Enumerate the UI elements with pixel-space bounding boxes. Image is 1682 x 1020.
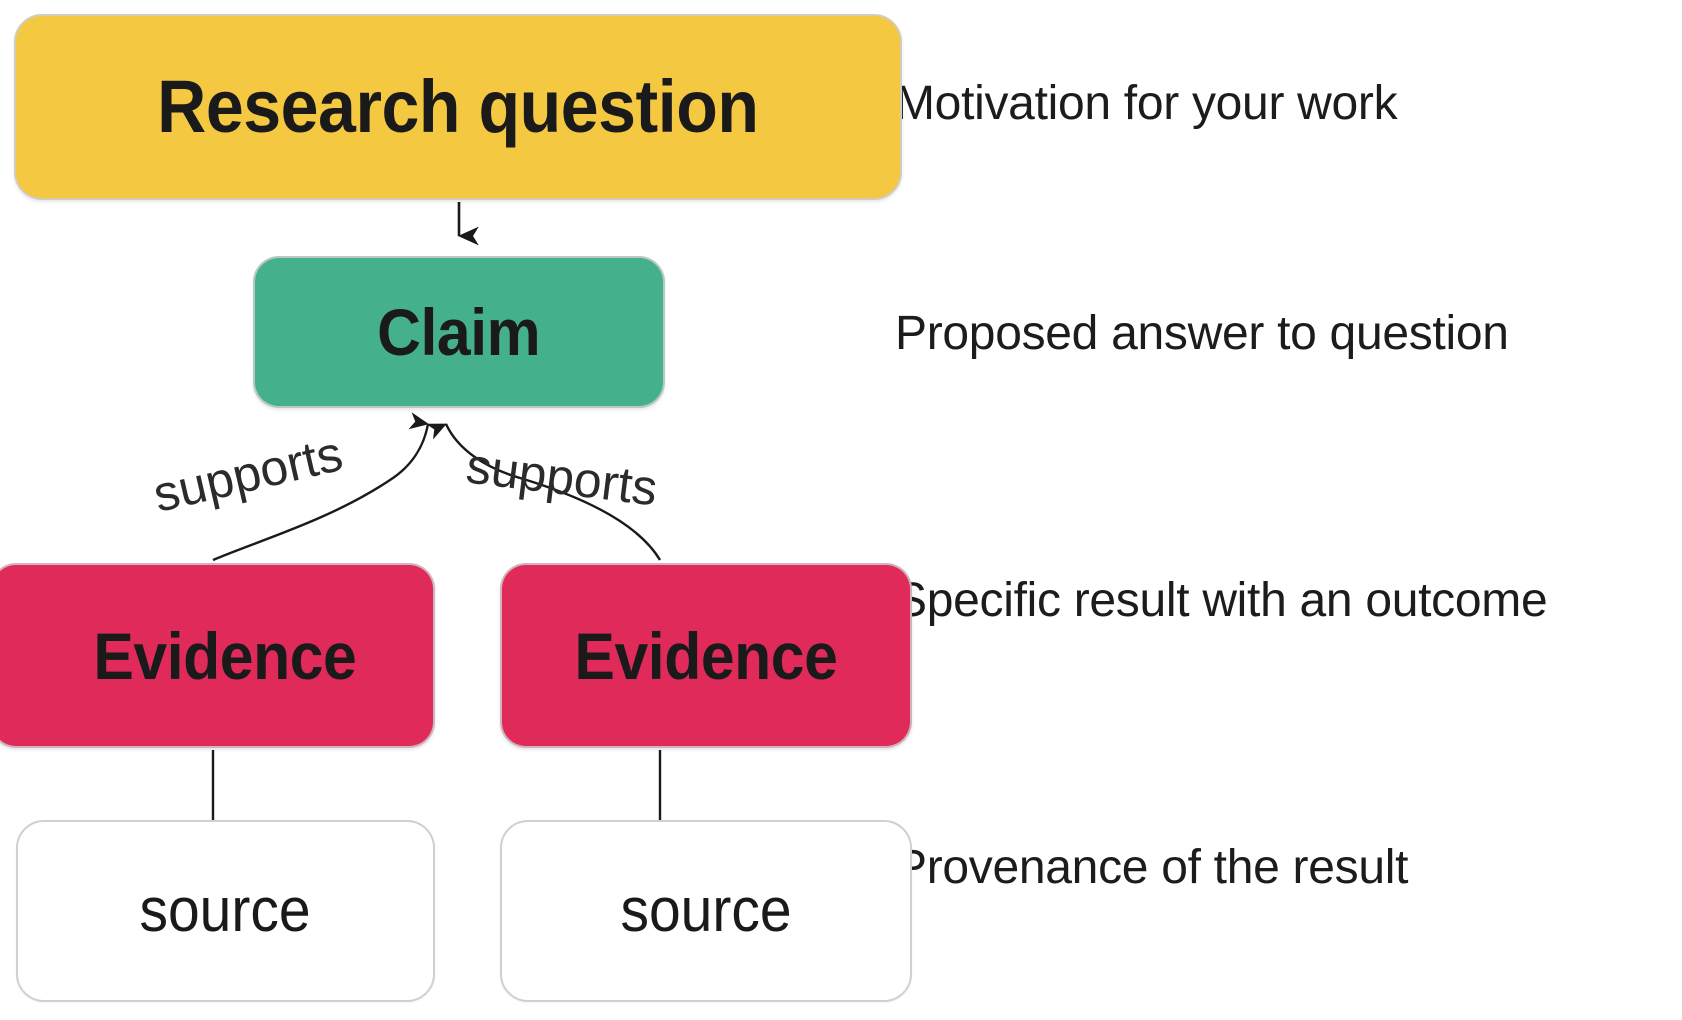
node-source-left-label: source xyxy=(139,876,312,945)
node-research-question-label: Research question xyxy=(157,65,759,148)
annotation-research-question: Motivation for your work xyxy=(895,77,1398,130)
node-source-right[interactable]: source xyxy=(500,820,912,1002)
annotation-source: Provenance of the result xyxy=(895,841,1409,894)
node-research-question[interactable]: Research question xyxy=(14,14,902,200)
node-evidence-left-label: Evidence xyxy=(92,618,356,693)
node-evidence-right[interactable]: Evidence xyxy=(500,563,912,748)
node-evidence-right-label: Evidence xyxy=(574,618,838,693)
annotation-claim: Proposed answer to question xyxy=(895,307,1509,360)
node-source-right-label: source xyxy=(620,876,792,945)
annotation-evidence: Specific result with an outcome xyxy=(895,574,1548,627)
node-claim[interactable]: Claim xyxy=(253,256,665,408)
edge-evidence-left-to-claim xyxy=(212,412,430,562)
node-evidence-left[interactable]: Evidence xyxy=(0,563,435,748)
node-source-left[interactable]: source xyxy=(16,820,435,1002)
edge-evidence-right-to-claim xyxy=(425,423,662,561)
node-claim-label: Claim xyxy=(377,295,541,369)
